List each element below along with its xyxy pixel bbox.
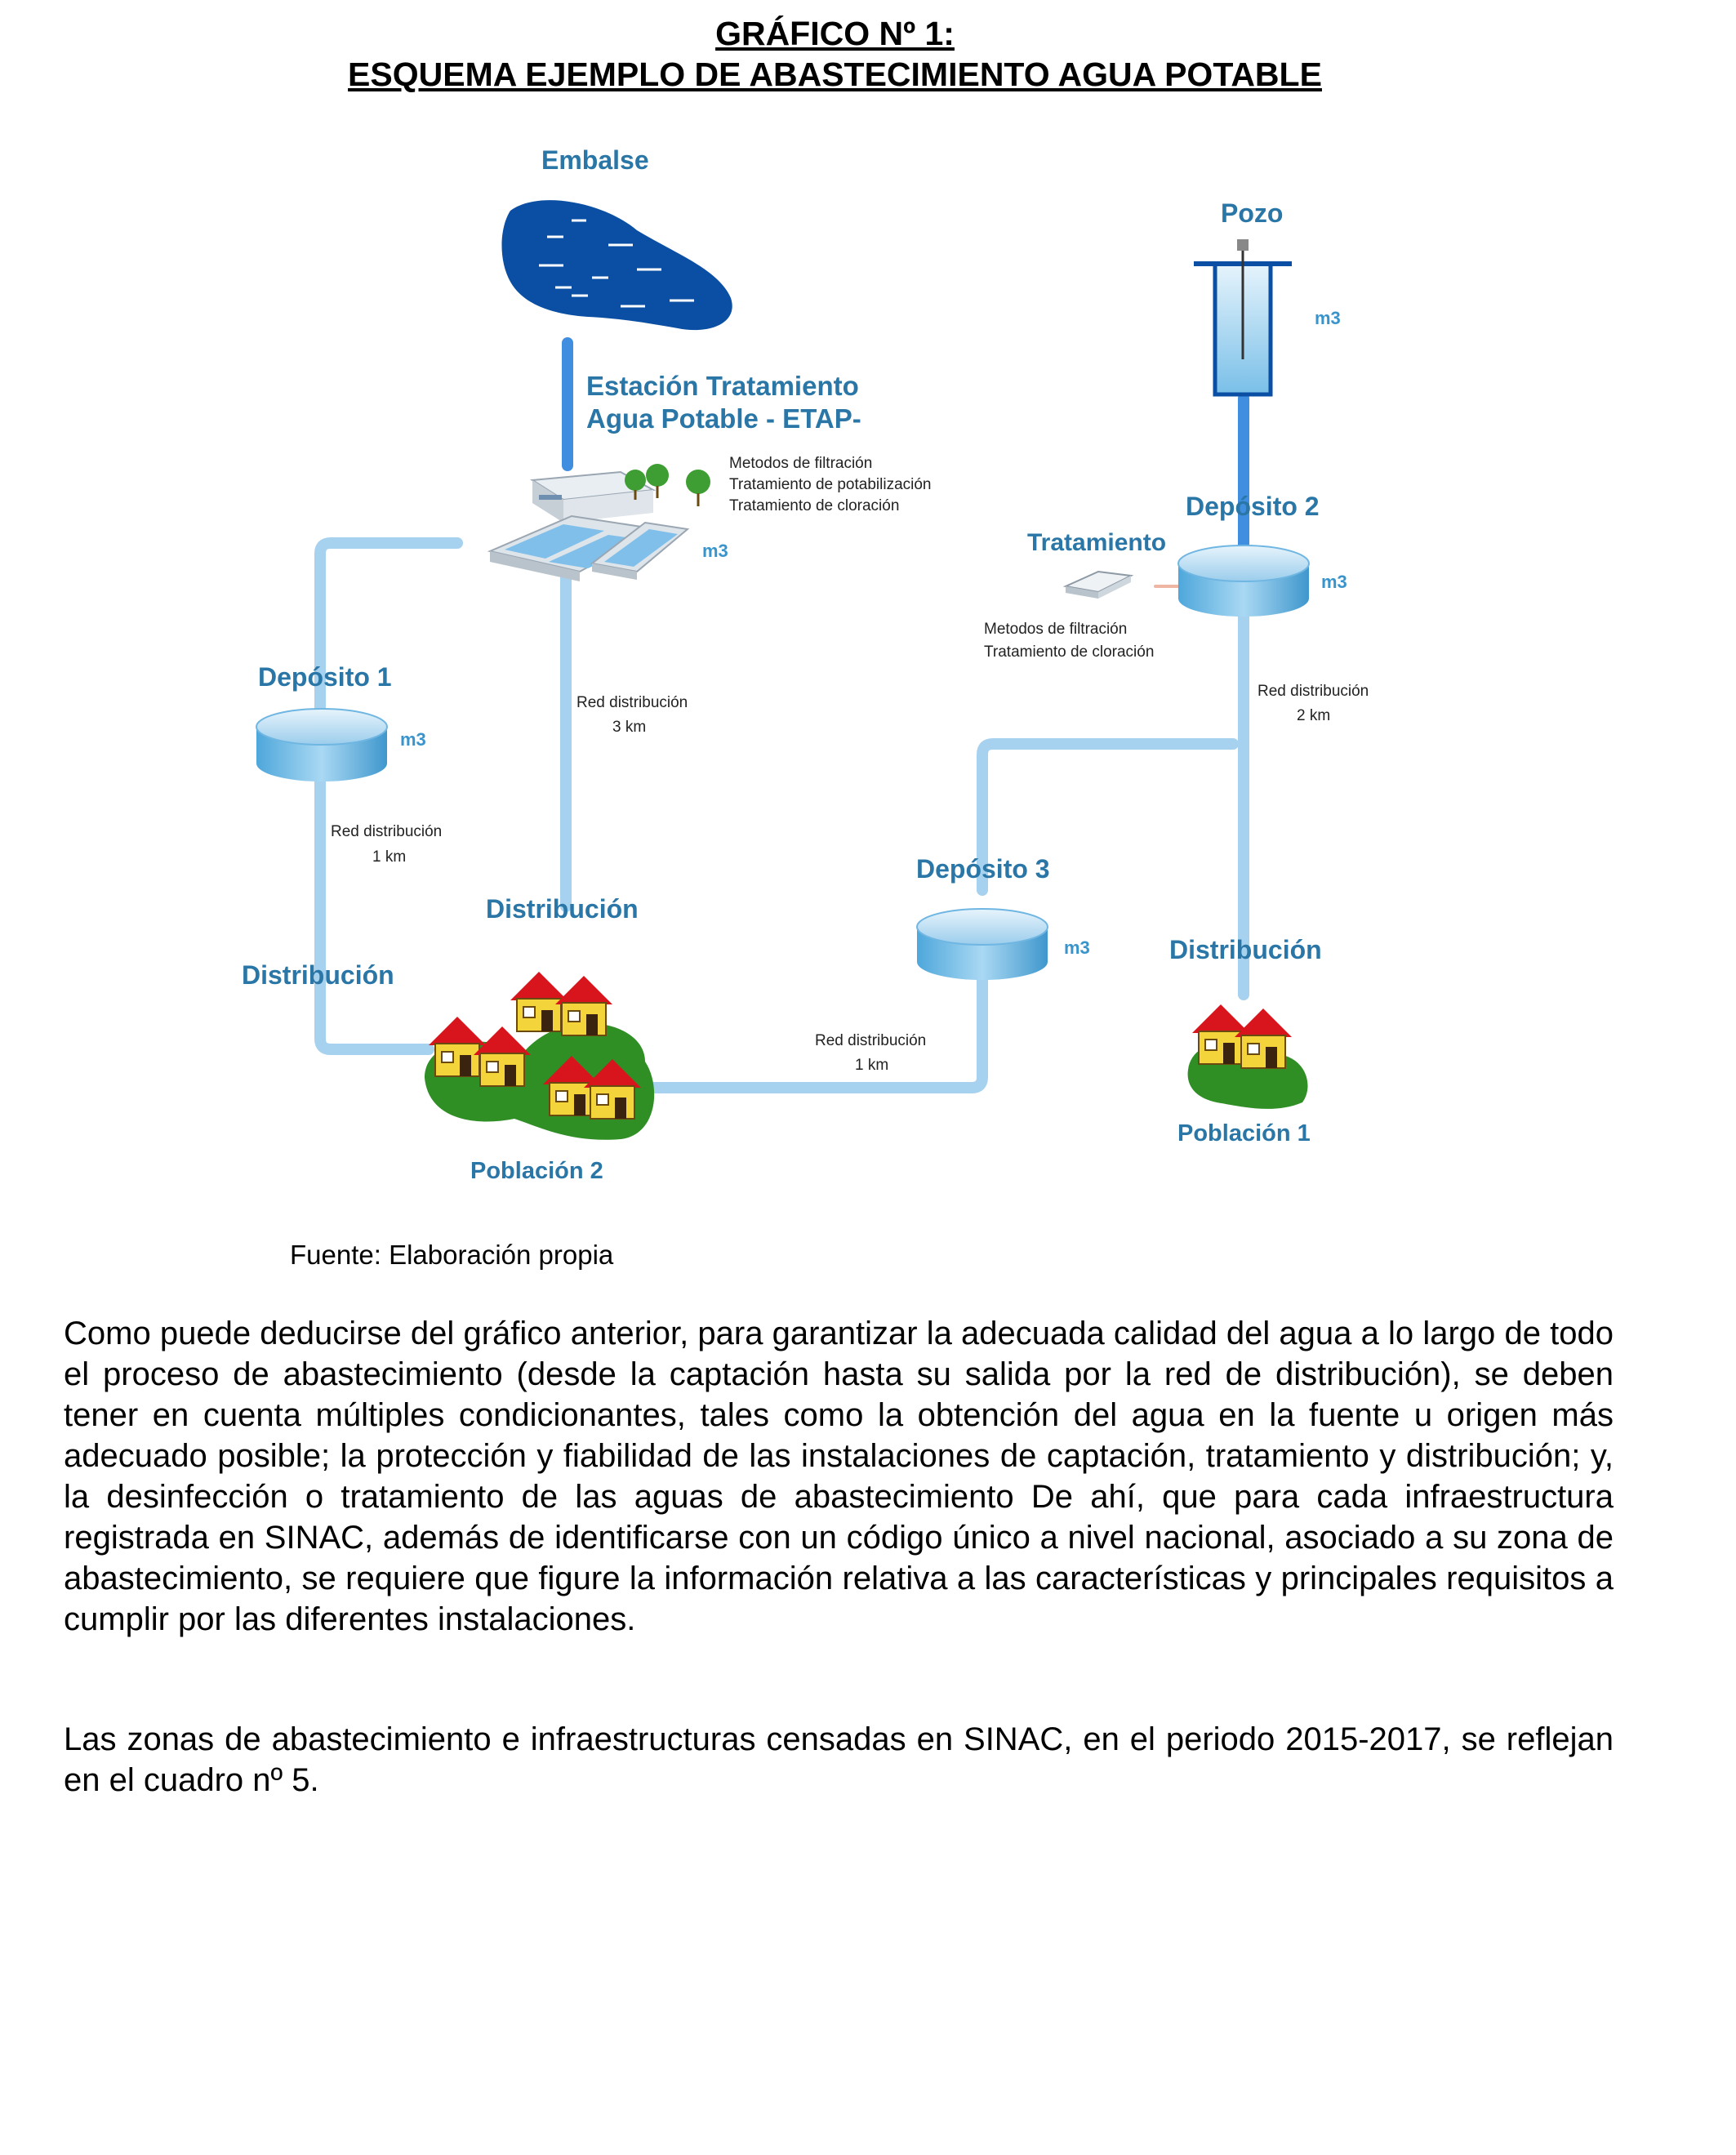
figure-title: GRÁFICO Nº 1: (715, 15, 955, 52)
label-pozo: Pozo (1221, 198, 1283, 228)
figure-source: Fuente: Elaboración propia (290, 1240, 614, 1270)
label-deposito-3: Depósito 3 (916, 854, 1050, 884)
red-distance-1km-left: 1 km (372, 848, 406, 866)
treatment-unit-icon (1062, 570, 1134, 599)
label-distribucion-right: Distribución (1169, 935, 1322, 964)
m3-etap: m3 (702, 541, 728, 561)
red-distance-3km: 3 km (612, 719, 646, 736)
m3-deposito-3: m3 (1064, 937, 1090, 958)
well-icon (1194, 239, 1292, 397)
m3-deposito-1: m3 (400, 729, 426, 750)
red-distance-1km-bottom: 1 km (855, 1057, 888, 1074)
tank-deposito-3 (916, 908, 1048, 980)
houses-poblacion-1 (1187, 1004, 1308, 1109)
etap-method-3: Tratamiento de cloración (729, 497, 899, 514)
etap-method-2: Tratamiento de potabilización (729, 476, 932, 493)
label-deposito-2: Depósito 2 (1186, 492, 1320, 521)
etap-method-1: Metodos de filtración (729, 455, 872, 472)
figure-subtitle: ESQUEMA EJEMPLO DE ABASTECIMIENTO AGUA P… (348, 56, 1322, 93)
red-label-1km-bottom: Red distribución (815, 1032, 926, 1049)
water-supply-diagram: Embalse Estación Tratamiento Agua Potabl… (242, 145, 1369, 1184)
label-embalse: Embalse (541, 145, 649, 175)
houses-poblacion-2 (425, 971, 655, 1140)
tratamiento-method-1: Metodos de filtración (984, 621, 1127, 638)
label-poblacion-2: Población 2 (470, 1158, 603, 1184)
body-paragraph-2: Las zonas de abastecimiento e infraestru… (64, 1721, 1614, 1798)
red-label-1km-left: Red distribución (331, 823, 442, 840)
m3-pozo: m3 (1315, 308, 1341, 328)
label-distribucion-left: Distribución (242, 960, 394, 990)
body-paragraph-1: Como puede deducirse del gráfico anterio… (64, 1316, 1614, 1637)
m3-deposito-2: m3 (1321, 572, 1347, 592)
tratamiento-method-2: Tratamiento de cloración (984, 643, 1154, 661)
tank-deposito-2 (1177, 545, 1310, 617)
label-poblacion-1: Población 1 (1177, 1120, 1311, 1147)
red-label-3km: Red distribución (576, 694, 688, 711)
label-tratamiento: Tratamiento (1027, 529, 1166, 556)
label-deposito-1: Depósito 1 (258, 662, 392, 692)
tank-deposito-1 (256, 708, 388, 781)
label-etap-line2: Agua Potable - ETAP- (586, 403, 861, 434)
label-distribucion-center: Distribución (486, 894, 639, 924)
label-etap-line1: Estación Tratamiento (586, 371, 859, 401)
red-label-2km: Red distribución (1257, 683, 1369, 700)
pipes (314, 337, 1249, 1093)
treatment-plant-icon (487, 464, 710, 581)
red-distance-2km: 2 km (1297, 707, 1330, 724)
reservoir-lake (501, 200, 732, 331)
